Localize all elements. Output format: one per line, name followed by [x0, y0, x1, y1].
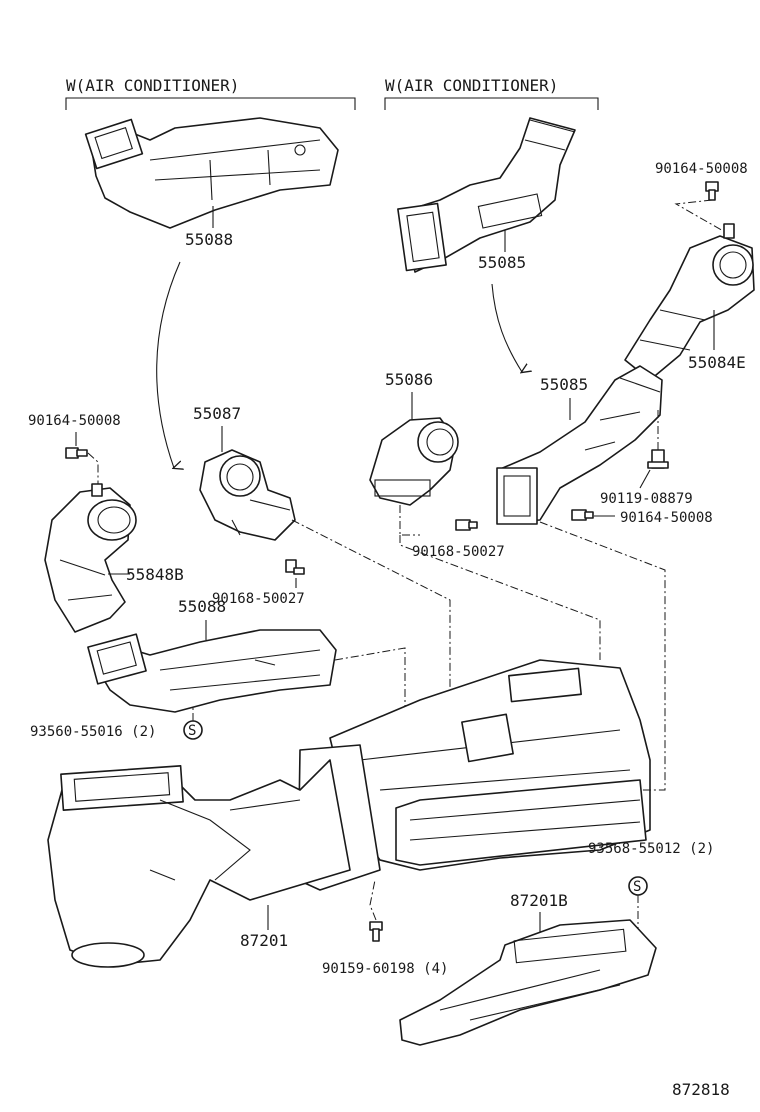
section-header-left: W(AIR CONDITIONER)	[66, 76, 239, 95]
symbol-s-right-text: S	[633, 879, 641, 895]
callout-93568-55012: 93568-55012 (2)	[588, 841, 714, 857]
callout-55848B: 55848B	[126, 565, 184, 584]
duct-55087-part	[199, 449, 296, 541]
heater-unit-assembly	[47, 659, 651, 968]
assembly-line-right	[539, 521, 666, 791]
drawing-number: 872818	[672, 1080, 730, 1099]
screw-90159	[369, 921, 383, 942]
callout-90168-50027-right: 90168-50027	[412, 544, 505, 560]
callout-55088-upper: 55088	[185, 230, 233, 249]
duct-55848B-part	[44, 483, 137, 633]
assembly-line-55086	[399, 505, 420, 536]
flow-arrow-left	[156, 261, 180, 468]
symbol-s-left: S	[183, 720, 203, 740]
callout-87201B: 87201B	[510, 891, 568, 910]
callout-90119-08879: 90119-08879	[600, 491, 693, 507]
duct-55085-upper-part	[397, 117, 576, 273]
screw-90164-top-right	[705, 181, 719, 201]
callout-90164-50008-right: 90164-50008	[620, 510, 713, 526]
screw-90164-left	[65, 447, 88, 459]
callout-55085-upper: 55085	[478, 253, 526, 272]
duct-55088-upper-part	[84, 117, 339, 229]
assembly-line-l	[87, 452, 99, 488]
screw-90164-right	[571, 509, 594, 521]
header-bracket-right	[384, 97, 599, 110]
clip-90119-08879	[647, 449, 669, 469]
callout-90159-60198: 90159-60198 (4)	[322, 961, 448, 977]
header-bracket-left	[65, 97, 356, 110]
assembly-line-tr	[674, 199, 733, 237]
screw-90168-mid	[285, 559, 305, 575]
symbol-s-left-text: S	[188, 723, 196, 739]
callout-55084E: 55084E	[688, 353, 746, 372]
duct-55084E-part	[624, 223, 755, 381]
callout-87201: 87201	[240, 931, 288, 950]
leader-90119	[639, 469, 651, 489]
callout-55086: 55086	[385, 370, 433, 389]
duct-55085-mid-part	[496, 365, 663, 525]
duct-55086-part	[369, 417, 459, 506]
assembly-line-mid	[399, 535, 601, 660]
duct-55088-lower-part	[87, 629, 337, 713]
section-header-right: W(AIR CONDITIONER)	[385, 76, 558, 95]
symbol-s-right: S	[628, 876, 648, 896]
callout-55087: 55087	[193, 404, 241, 423]
callout-93560-55016: 93560-55016 (2)	[30, 724, 156, 740]
callout-90168-50027-mid: 90168-50027	[212, 591, 305, 607]
assembly-line-90159	[369, 879, 377, 921]
callout-90164-50008-top-right: 90164-50008	[655, 161, 748, 177]
callout-90164-50008-left: 90164-50008	[28, 413, 121, 429]
callout-55085-mid: 55085	[540, 375, 588, 394]
duct-87201B-part	[399, 919, 657, 1046]
callout-55088-lower: 55088	[178, 597, 226, 616]
screw-90168-right	[455, 519, 478, 531]
flow-arrow-right	[491, 283, 522, 372]
